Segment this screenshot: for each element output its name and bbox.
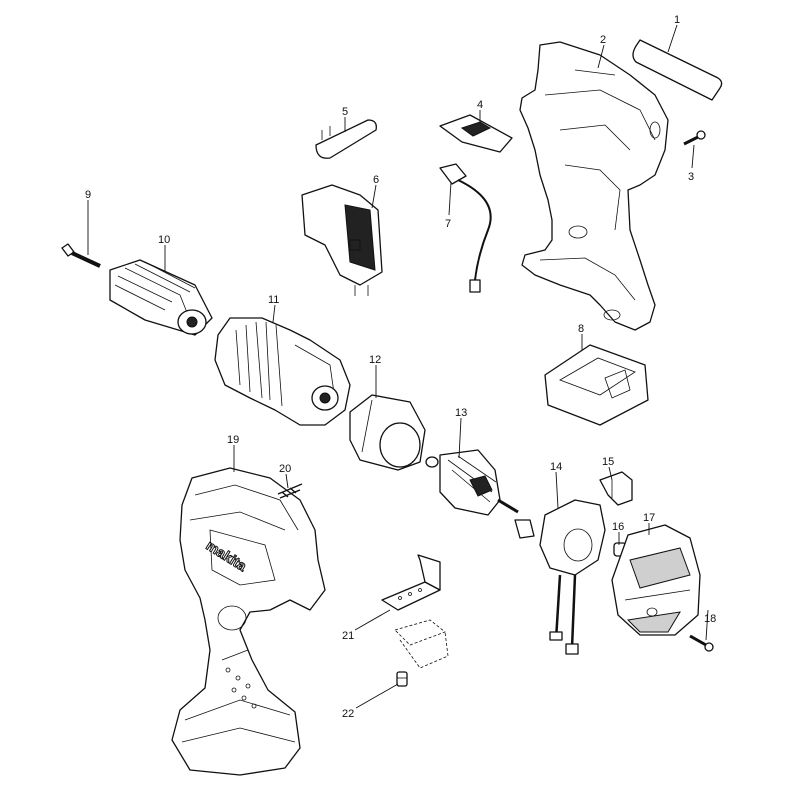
part-9-bolt [61,243,101,268]
callout-16: 16 [612,521,624,533]
callout-22: 22 [342,708,354,720]
part-17-rear-cover [611,524,701,636]
part-3-screw [683,130,706,146]
callout-1: 1 [674,14,680,26]
callout-labels: 1 2 3 4 5 6 7 8 9 10 11 12 13 14 15 16 1… [85,14,716,720]
callout-12: 12 [369,354,381,366]
part-12-magnet-yoke [349,394,426,471]
part-2-housing-right [519,41,669,331]
part-18-screw [689,634,714,652]
callout-17: 17 [643,512,655,524]
callout-7: 7 [445,218,451,230]
callout-5: 5 [342,106,348,118]
part-22-screw [396,671,408,687]
callout-8: 8 [578,323,584,335]
callout-11: 11 [268,294,279,306]
part-8-terminal [544,344,649,426]
part-20-spring [277,483,303,499]
part-6-switch [301,184,383,296]
callout-6: 6 [373,174,379,186]
callout-15: 15 [602,456,614,468]
callout-14: 14 [550,461,562,473]
part-15-clip [599,471,633,506]
leader-lines [87,24,709,709]
callout-3: 3 [688,171,694,183]
callout-19: 19 [227,434,239,446]
part-10-chuck [109,259,213,336]
part-1-nameplate [632,39,723,101]
callout-2: 2 [600,34,606,46]
part-7-led-wire [439,163,492,293]
part-11-gear-assembly [214,317,351,426]
callout-20: 20 [279,463,291,475]
callout-18: 18 [704,613,716,625]
part-14-brush-holder [539,499,606,655]
part-19-housing-left: makita [171,467,326,776]
callout-4: 4 [477,99,483,111]
part-21-bracket [381,554,449,669]
callout-13: 13 [455,407,467,419]
part-4-switch-cap [439,114,513,153]
callout-10: 10 [158,234,170,246]
part-13-armature [425,449,535,539]
callout-21: 21 [342,630,354,642]
part-5-contact [315,119,377,159]
callout-9: 9 [85,189,91,201]
